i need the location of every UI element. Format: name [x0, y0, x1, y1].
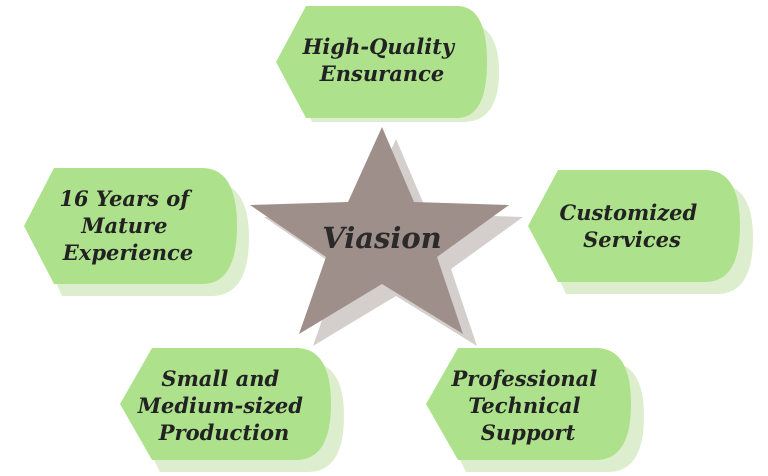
badge-line: Technical [468, 393, 580, 418]
center-label: Viasion [322, 221, 442, 255]
badge-line: Small and [161, 366, 279, 391]
badge-shape [24, 168, 237, 284]
svg-text:High-Quality Ensurance: High-Quality Ensurance [302, 34, 462, 86]
badge-shape [276, 6, 487, 118]
badge-line: Production [158, 420, 290, 445]
badge-line: Services [583, 227, 681, 252]
badge-shape [528, 170, 740, 282]
feature-badge-customized: Customized Services [528, 170, 753, 294]
svg-text:Small and Medium-sized: Small and Medium-sized Production [137, 366, 311, 445]
badge-line: Mature [80, 213, 167, 238]
center-star: Viasion [250, 127, 523, 346]
svg-text:Professional Technical: Professional Technical Support [450, 366, 604, 445]
feature-badge-production: Small and Medium-sized Production [120, 348, 344, 472]
badge-shape [120, 348, 331, 460]
badge-line: High-Quality [302, 34, 456, 59]
badge-line: Professional [450, 366, 597, 391]
badge-shape [426, 348, 631, 460]
svg-text:16 Years of Mature: 16 Years of Mature Experience [59, 186, 196, 265]
feature-badge-experience: 16 Years of Mature Experience [24, 168, 249, 296]
feature-badge-support: Professional Technical Support [426, 348, 644, 472]
svg-text:Customized Services: Customized Services [560, 200, 705, 252]
badge-line: Medium-sized [137, 393, 304, 418]
star-shape [250, 127, 509, 334]
badge-line: Experience [62, 240, 193, 265]
badge-line: Support [481, 420, 576, 445]
badge-line: Ensurance [319, 61, 444, 86]
feature-badge-quality: High-Quality Ensurance [276, 6, 499, 122]
badge-line: 16 Years of [59, 186, 193, 211]
badge-line: Customized [560, 200, 698, 225]
